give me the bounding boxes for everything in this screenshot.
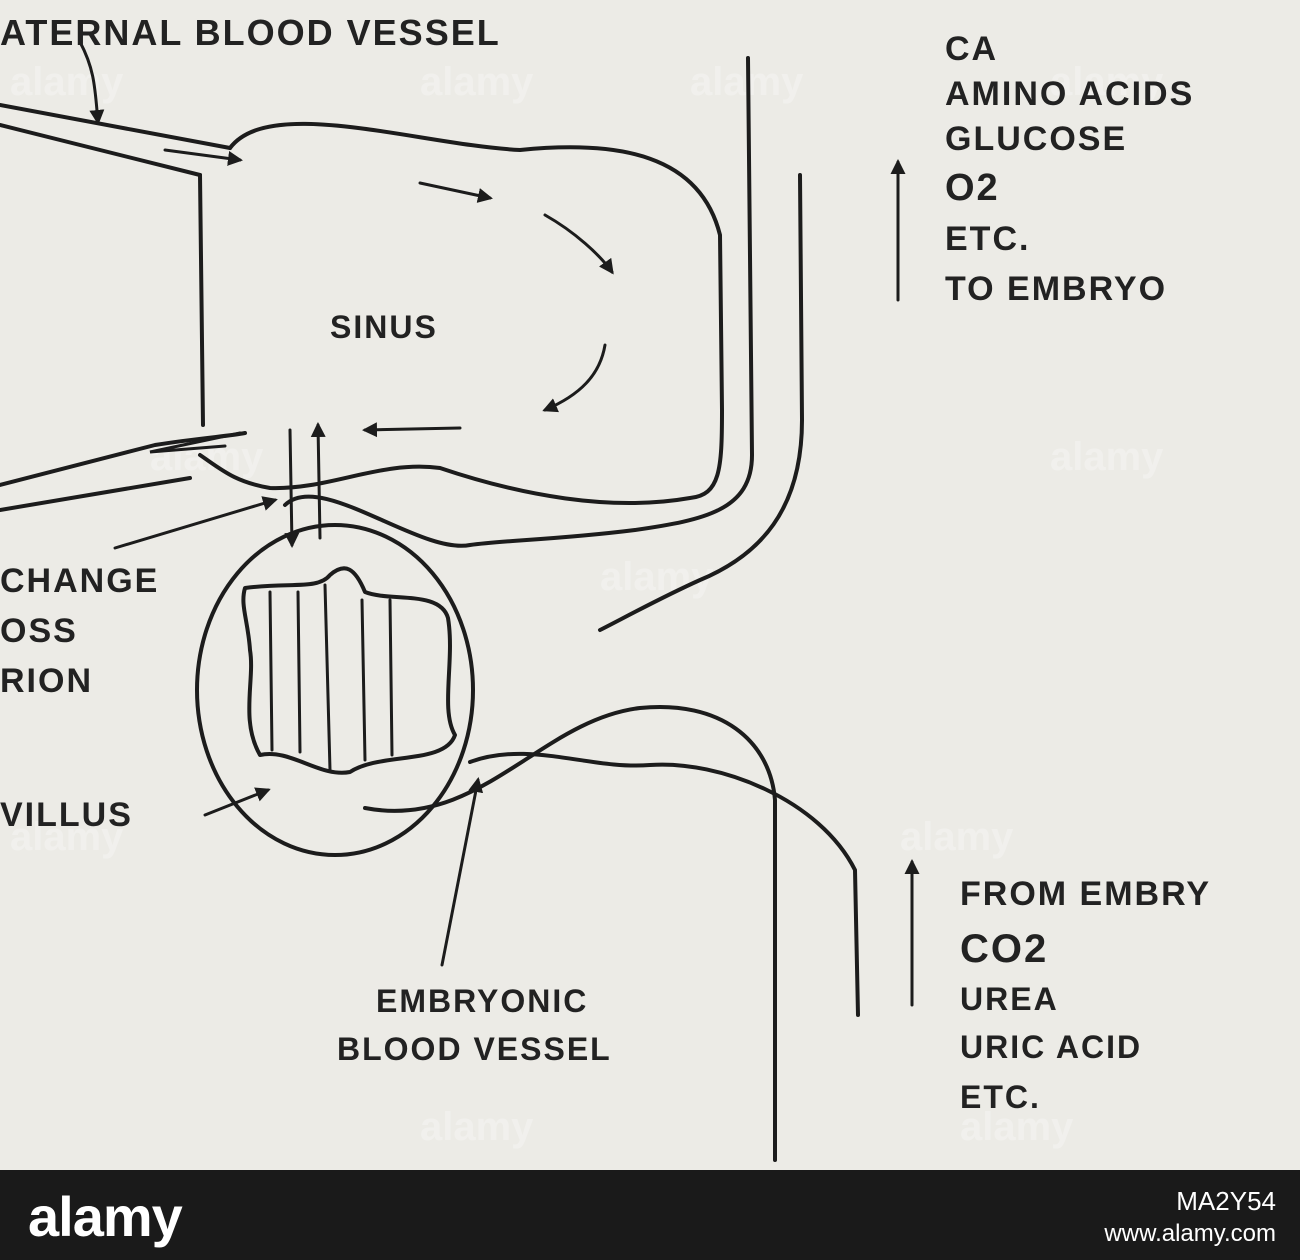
watermark-text: alamy	[420, 1105, 534, 1149]
stock-footer-bar: alamy MA2Y54 www.alamy.com	[0, 1170, 1300, 1260]
sinus-label: SINUS	[330, 309, 438, 345]
to-embryo-item: TO EMBRYO	[945, 270, 1167, 308]
exchange-label-line-3: RION	[0, 662, 93, 700]
site-url: www.alamy.com	[1104, 1220, 1276, 1247]
flow-arrow	[163, 148, 243, 166]
watermark-text: alamy	[600, 555, 714, 599]
watermark-layer: alamy alamy alamy alamy alamy alamy alam…	[10, 60, 1164, 1149]
watermark-text: alamy	[1050, 60, 1164, 104]
from-embryo-item: FROM EMBRY	[960, 875, 1211, 913]
maternal-vessel-label: ATERNAL BLOOD VESSEL	[0, 12, 501, 53]
embryonic-vessel-label-line-1: EMBRYONIC	[376, 983, 588, 1019]
exchange-leader	[113, 496, 278, 550]
flow-arrow	[542, 343, 607, 413]
watermark-text: alamy	[420, 60, 534, 104]
to-embryo-item: GLUCOSE	[945, 120, 1127, 158]
watermark-text: alamy	[10, 815, 124, 859]
capillary-stripe	[323, 583, 332, 772]
maternal-vessel-lower-wall	[0, 123, 202, 177]
image-code: MA2Y54	[1176, 1186, 1276, 1216]
watermark-text: alamy	[960, 1105, 1074, 1149]
maternal-vessel-upper-wall	[0, 103, 232, 150]
watermark-text: alamy	[10, 60, 124, 104]
to-embryo-item: CA	[945, 30, 998, 68]
flow-arrow	[543, 213, 614, 275]
villus-inner-wall-continuation	[468, 751, 860, 1017]
outflow-vessel-lower-wall	[0, 476, 192, 512]
exchange-label-line-2: OSS	[0, 612, 78, 650]
uterine-wall-outer	[283, 56, 754, 548]
from-embryo-list: FROM EMBRY CO2 UREA URIC ACID ETC.	[960, 875, 1211, 1115]
brand-logo: alamy	[28, 1185, 183, 1248]
capillary-stripe	[268, 590, 274, 752]
villus-label: VILLUS	[0, 796, 133, 834]
watermark-text: alamy	[900, 815, 1014, 859]
watermark-text: alamy	[1050, 435, 1164, 479]
sinus-left-wall	[198, 173, 205, 427]
capillary-stripe	[296, 590, 302, 754]
villus-outer-wall-continuation	[363, 705, 777, 1162]
from-embryo-item: CO2	[960, 927, 1048, 971]
from-embryo-item: ETC.	[960, 1079, 1041, 1115]
from-embryo-item: UREA	[960, 981, 1059, 1017]
capillary-stripe	[388, 598, 394, 757]
exchange-arrow-down	[284, 428, 300, 548]
maternal-vessel-leader	[78, 40, 105, 125]
to-embryo-item: ETC.	[945, 220, 1030, 258]
embryonic-vessel-label-line-2: BLOOD VESSEL	[337, 1031, 612, 1067]
capillary-stripe	[360, 598, 367, 762]
flow-arrow	[362, 422, 462, 438]
sinus-outline	[198, 121, 724, 506]
capillary-outline	[241, 566, 457, 775]
from-embryo-item: URIC ACID	[960, 1029, 1142, 1065]
uterine-wall-inner	[598, 173, 804, 632]
villus-outline	[195, 523, 475, 857]
outflow-arrow-mark	[149, 431, 242, 454]
to-embryo-list: CA AMINO ACIDS GLUCOSE O2 ETC. TO EMBRYO	[945, 30, 1194, 308]
to-embryo-item: O2	[945, 167, 1000, 209]
exchange-arrow-up	[310, 422, 326, 540]
to-embryo-item: AMINO ACIDS	[945, 75, 1194, 113]
exchange-label-line-1: CHANGE	[0, 562, 159, 600]
villus-leader	[203, 787, 271, 817]
embryonic-vessel-leader	[440, 777, 484, 967]
flow-arrow	[418, 181, 493, 203]
